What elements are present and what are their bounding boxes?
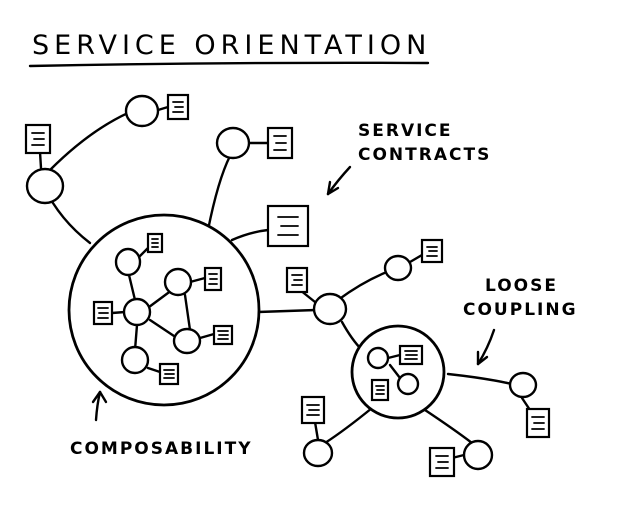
inner-service-node: [366, 346, 390, 370]
contract-doc-icon: [525, 407, 551, 439]
contract-doc-icon: [370, 378, 390, 402]
contract-doc-icon: [285, 266, 309, 294]
service-node: [215, 126, 251, 160]
label-service-contracts-line1: SERVICE: [358, 121, 453, 141]
diagram-title: SERVICE ORIENTATION: [32, 30, 431, 61]
label-loose-coupling-line2: COUPLING: [463, 300, 578, 320]
service-node: [302, 438, 334, 468]
contract-doc-icon: [420, 238, 444, 264]
inner-service-node: [122, 297, 152, 327]
contract-doc-icon: [266, 204, 310, 248]
service-node: [312, 292, 348, 326]
contract-doc-icon: [146, 232, 164, 254]
service-node: [25, 167, 65, 205]
arrow-loose-coupling: [476, 328, 496, 366]
inner-service-node: [172, 327, 202, 355]
service-node: [124, 94, 160, 128]
inner-service-node: [114, 247, 142, 277]
arrow-composability: [91, 390, 108, 422]
service-node: [508, 371, 538, 399]
arrow-service-contracts: [326, 165, 352, 196]
service-node: [383, 254, 413, 282]
contract-doc-icon: [158, 362, 180, 386]
title-underline: [28, 61, 430, 68]
service-node: [462, 439, 494, 471]
contract-doc-icon: [92, 300, 114, 326]
inner-network-edges: [110, 246, 402, 380]
contract-doc-icon: [166, 93, 190, 121]
label-composability: COMPOSABILITY: [70, 439, 253, 459]
contract-doc-icon: [24, 123, 52, 155]
composite-service-right: [350, 324, 446, 420]
label-loose-coupling-line1: LOOSE: [485, 276, 558, 296]
inner-service-node: [120, 345, 150, 375]
service-nodes: [25, 94, 538, 471]
contract-doc-icon: [212, 324, 234, 346]
inner-service-node: [396, 372, 420, 396]
contract-doc-icon: [266, 126, 294, 160]
label-service-contracts-line2: CONTRACTS: [358, 145, 491, 165]
service-contracts: [24, 93, 551, 478]
inner-service-node: [163, 267, 193, 297]
contract-doc-icon: [398, 344, 424, 366]
contract-doc-icon: [203, 266, 223, 292]
contract-doc-icon: [300, 395, 326, 425]
contract-doc-icon: [428, 446, 456, 478]
